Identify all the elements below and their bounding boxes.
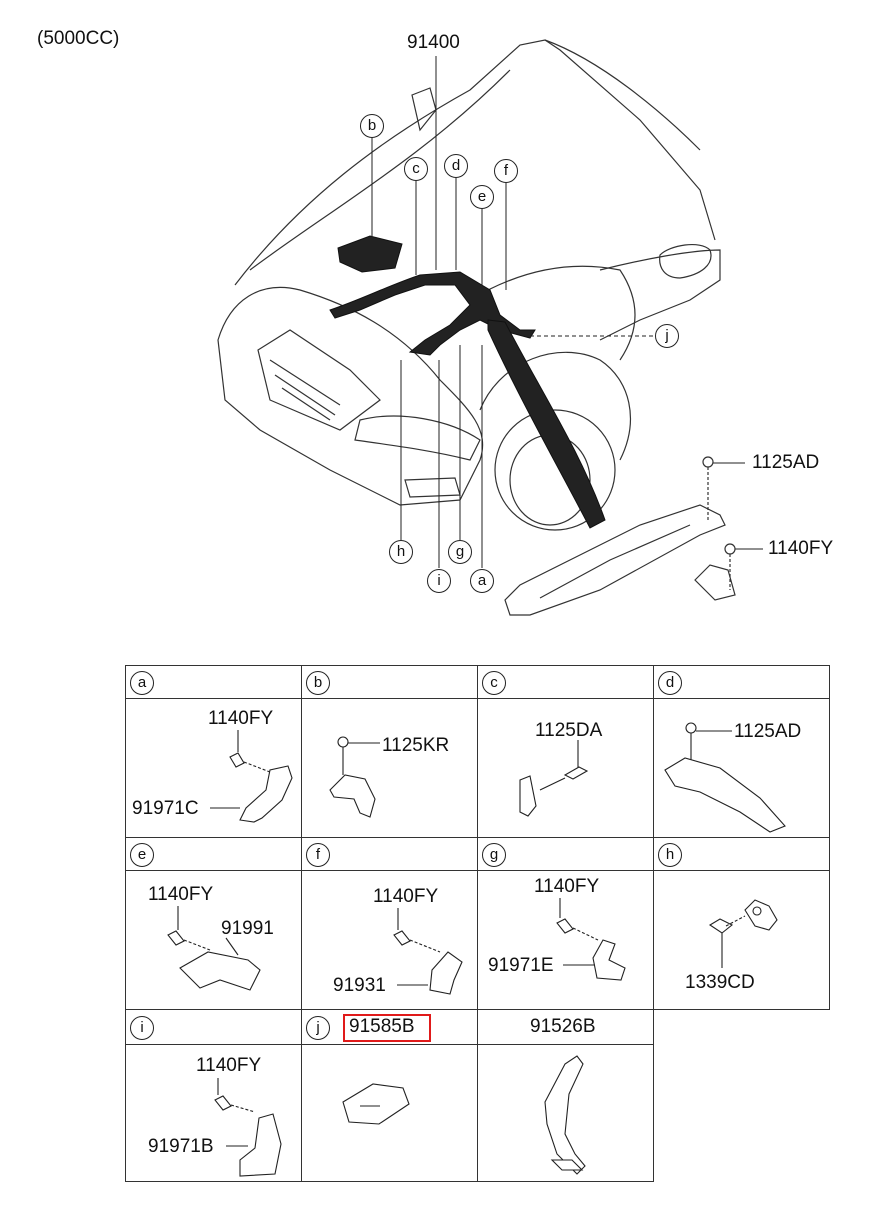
- cell-a-header: [125, 665, 302, 699]
- cell-f-drawing: [393, 908, 463, 995]
- callout-j: j: [655, 324, 679, 348]
- cell-d-drawing: [664, 722, 786, 833]
- cell-c-drawing: [519, 740, 589, 817]
- cell-g-bolt-label: 1140FY: [534, 876, 600, 897]
- cell-b-body: [301, 698, 478, 838]
- callout-b: b: [360, 114, 384, 138]
- vehicle-overview-illustration: [217, 39, 763, 616]
- callout-g: g: [448, 540, 472, 564]
- cell-letter-d: d: [658, 671, 682, 695]
- cell-a-bracket-label: 91971C: [132, 798, 199, 819]
- hood-outline: [234, 39, 716, 286]
- harness-main: [329, 271, 536, 356]
- cell-k-header: [477, 1009, 654, 1045]
- engine-note: (5000CC): [37, 28, 120, 49]
- cell-i-bracket-label: 91971B: [148, 1136, 214, 1157]
- callout-c: c: [404, 157, 428, 181]
- cell-i-drawing: [214, 1078, 282, 1177]
- cell-g-body: [477, 870, 654, 1010]
- cell-letter-g: g: [482, 843, 506, 867]
- callout-f: f: [494, 159, 518, 183]
- cell-letter-i: i: [130, 1016, 154, 1040]
- cell-letter-a: a: [130, 671, 154, 695]
- cell-h-drawing: [708, 899, 778, 968]
- headlamp: [354, 415, 481, 461]
- cell-letter-e: e: [130, 843, 154, 867]
- highlight-box: [343, 1014, 431, 1042]
- wheel-arch: [479, 351, 631, 461]
- callout-d: d: [444, 154, 468, 178]
- main-harness-part-number: 91400: [407, 32, 460, 53]
- cell-i-bolt-label: 1140FY: [196, 1055, 262, 1076]
- cell-b-bolt-label: 1125KR: [382, 735, 450, 756]
- side-mirror: [659, 243, 712, 279]
- callout-e: e: [470, 185, 494, 209]
- cell-j-drawing: [342, 1083, 410, 1125]
- cell-a-bolt-label: 1140FY: [208, 708, 274, 729]
- ecu-box: [337, 235, 403, 273]
- cell-g-drawing: [556, 898, 626, 981]
- cell-f-bolt-label: 1140FY: [373, 886, 439, 907]
- body-side: [599, 249, 721, 341]
- cell-letter-j: j: [306, 1016, 330, 1040]
- part-label-91526B: 91526B: [530, 1016, 596, 1037]
- cell-e-bracket-label: 91991: [221, 918, 274, 939]
- cell-b-header: [301, 665, 478, 699]
- cell-a-drawing: [210, 730, 293, 823]
- callout-h: h: [389, 540, 413, 564]
- cell-letter-c: c: [482, 671, 506, 695]
- part-label-1140FY: 1140FY: [768, 538, 834, 559]
- cell-d-header: [653, 665, 830, 699]
- cell-e-bolt-label: 1140FY: [148, 884, 214, 905]
- cell-h-nut-label: 1339CD: [685, 972, 755, 993]
- harness-tail: [487, 319, 606, 529]
- cell-c-header: [477, 665, 654, 699]
- cell-i-header: [125, 1009, 302, 1045]
- cell-g-header: [477, 837, 654, 871]
- harness-bracket: [504, 456, 736, 616]
- cell-e-header: [125, 837, 302, 871]
- grille: [257, 329, 381, 431]
- part-label-1125AD: 1125AD: [752, 452, 820, 473]
- cell-b-drawing: [329, 736, 380, 818]
- callout-i: i: [427, 569, 451, 593]
- cell-a-body: [125, 698, 302, 838]
- callout-a: a: [470, 569, 494, 593]
- cell-c-bolt-label: 1125DA: [535, 720, 603, 741]
- hood-crease: [249, 69, 511, 271]
- windshield-edge: [544, 39, 701, 151]
- cell-f-bracket-label: 91931: [333, 975, 386, 996]
- front-wheel: [494, 409, 616, 531]
- fender-line: [469, 265, 636, 361]
- cell-e-drawing: [167, 906, 261, 991]
- cell-d-bolt-label: 1125AD: [734, 721, 802, 742]
- cell-k-drawing: [544, 1055, 586, 1175]
- cell-letter-h: h: [658, 843, 682, 867]
- cell-h-body: [653, 870, 830, 1010]
- part-label-91585B: 91585B: [349, 1016, 415, 1037]
- cell-g-bracket-label: 91971E: [488, 955, 554, 976]
- cell-letter-b: b: [306, 671, 330, 695]
- cell-letter-f: f: [306, 843, 330, 867]
